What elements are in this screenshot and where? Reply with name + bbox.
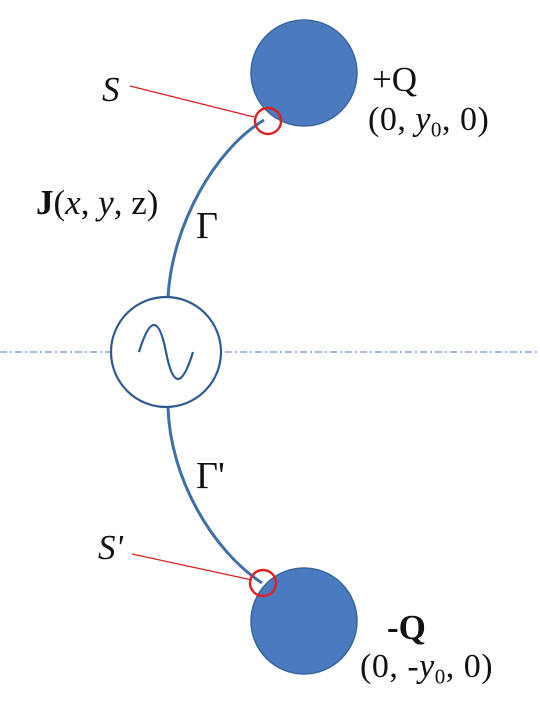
surface-label-s-prime: S' [98, 528, 123, 567]
surface-marker-s [253, 106, 283, 136]
coordinate-positive-open: (0, [368, 101, 416, 138]
path-gamma-prime-wire [166, 406, 263, 585]
current-density-arg-sep: , [80, 183, 99, 222]
coordinate-negative-var: y [419, 648, 435, 685]
path-gamma-wire [166, 118, 265, 298]
coordinate-negative-close: , 0) [445, 648, 494, 685]
current-density-label: J(x, y, z) [36, 185, 158, 220]
coordinate-positive-close: , 0) [441, 101, 490, 138]
coordinate-positive-subscript: 0 [430, 117, 442, 142]
path-label-gamma: Γ [196, 205, 218, 247]
coordinate-positive-var: y [415, 101, 431, 138]
path-label-gamma-prime: Γ' [196, 455, 225, 497]
charge-negative [250, 567, 358, 675]
charge-label-negative: -Q [387, 608, 426, 647]
coordinate-positive: (0, y0, 0) [368, 103, 489, 140]
coordinate-negative-open: (0, - [360, 648, 420, 685]
ac-source-icon [109, 295, 223, 409]
current-density-arg-x: x [65, 183, 81, 222]
coordinate-negative-subscript: 0 [434, 664, 446, 689]
leader-line-s [129, 85, 255, 118]
current-density-arg-z: , z) [113, 183, 159, 222]
leader-line-s-prime [131, 553, 253, 581]
sine-wave-icon [137, 323, 195, 381]
surface-label-s: S [102, 70, 120, 109]
charge-label-positive: +Q [372, 60, 418, 99]
charge-positive [250, 19, 358, 127]
surface-marker-s-prime [248, 568, 278, 598]
current-density-symbol: J [36, 183, 54, 222]
coordinate-negative: (0, -y0, 0) [360, 650, 493, 687]
current-density-arg-y: y [98, 183, 114, 222]
current-density-arg-open: ( [53, 183, 66, 222]
